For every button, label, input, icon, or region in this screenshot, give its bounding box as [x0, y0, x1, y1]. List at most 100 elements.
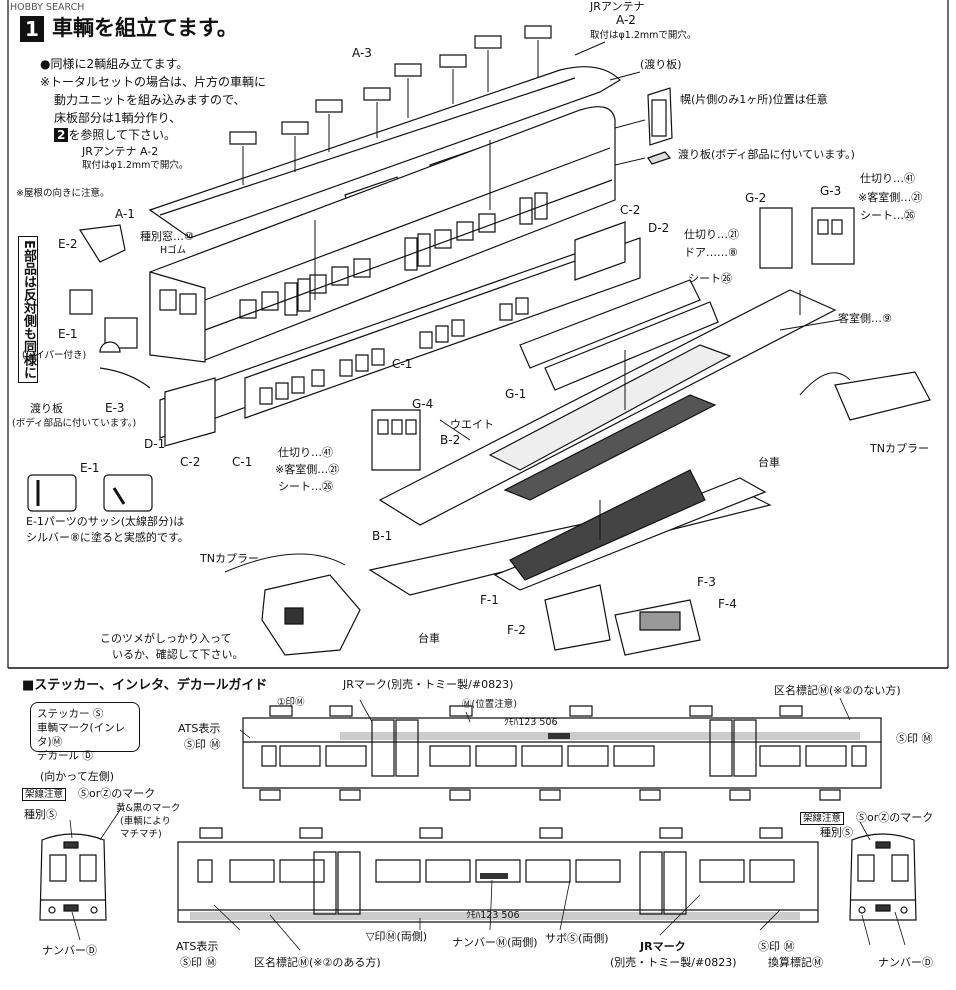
label-watariita-left-note: (ボディ部品に付いています。) — [12, 418, 137, 429]
label-sash-note-2: シルバー⑧に塗ると実感的です。 — [26, 531, 189, 544]
sg-shubetsu-r: 種別Ⓢ — [820, 826, 853, 839]
label-tsume-note-2: いるか、確認して下さい。 — [112, 648, 244, 661]
label-kyakushitsu-l: ※客室側…㉑ — [275, 463, 340, 476]
sticker-guide-title: ■ステッカー、インレタ、デカールガイド — [22, 678, 268, 693]
label-h-gomu: Hゴム — [160, 245, 187, 256]
step-number-badge: 1 — [20, 16, 44, 42]
label-f3: F-3 — [697, 575, 716, 589]
sg-kasen-l: 架線注意 — [22, 788, 67, 801]
sg-yellow-black-3: マチマチ) — [120, 829, 162, 840]
label-g4: G-4 — [412, 397, 434, 411]
intro-line-2: ※トータルセットの場合は、片方の車輌に — [40, 75, 267, 89]
label-shikiri-r: 仕切り…㊶ — [860, 172, 915, 185]
label-door-d: ドア……⑧ — [684, 246, 738, 259]
sg-number-l: ナンバーⒹ — [42, 944, 97, 957]
label-c1-right: C-1 — [392, 357, 413, 371]
label-e2: E-2 — [58, 237, 78, 251]
label-horo: 幌(片側のみ1ヶ所)位置は任意 — [680, 93, 828, 106]
label-roof-note: ※屋根の向きに注意。 — [16, 188, 110, 199]
sg-kasen-r: 架線注意 — [800, 812, 845, 825]
step-title: 車輌を組立てます。 — [52, 16, 238, 40]
sg-s-in-bottom: Ⓢ印 Ⓜ — [180, 956, 217, 969]
label-d1: D-1 — [144, 437, 166, 451]
label-watariita-top: (渡り板) — [640, 58, 682, 71]
sg-tri-mark: ▽印Ⓜ(両側) — [366, 930, 428, 943]
label-daisha-l: 台車 — [418, 632, 440, 645]
sg-kumei-top: 区名標記Ⓜ(※②のない方) — [774, 684, 901, 697]
sticker-legend-box: ステッカー Ⓢ 車輌マーク(インレタ)Ⓜ デカール Ⓓ — [30, 702, 140, 762]
label-tn-coupler-r: TNカプラー — [870, 442, 929, 455]
label-c2-bottom: C-2 — [180, 455, 201, 469]
sg-s-in-br: Ⓢ印 Ⓜ — [758, 940, 795, 953]
label-f2: F-2 — [507, 623, 526, 637]
label-watariita-left: 渡り板 — [30, 402, 63, 415]
sg-car-number-top: ｸﾓﾊ123 506 — [504, 717, 558, 728]
label-c2-top: C-2 — [620, 203, 641, 217]
label-a3: A-3 — [352, 46, 372, 60]
label-tsume-note-1: このツメがしっかり入って — [100, 632, 232, 645]
sg-s-in-right: Ⓢ印 Ⓜ — [896, 732, 933, 745]
sg-jr-mark-bottom-2: (別売・トミー製/#0823) — [610, 956, 737, 969]
sg-yellow-black: 黄&黒のマーク — [116, 803, 181, 814]
sg-car-number-bottom: ｸﾓﾊ123 506 — [466, 910, 520, 921]
label-shikiri-l: 仕切り…㊶ — [278, 446, 333, 459]
label-weight: ウエイト — [450, 418, 494, 431]
sg-jr-mark-bottom: JRマーク — [640, 940, 686, 953]
sg-kansan: 換算標記Ⓜ — [768, 956, 823, 969]
label-wiper: (ワイパー付き) — [22, 350, 87, 361]
sg-yellow-black-2: (車輌により — [120, 816, 172, 827]
label-jr-antenna-top: JRアンテナ — [590, 0, 645, 13]
label-shubetsu: 種別窓…⑩ — [140, 230, 194, 243]
label-tn-coupler-l: TNカプラー — [200, 552, 259, 565]
label-g2: G-2 — [745, 191, 767, 205]
label-kyakushitsu-9: 客室側…⑨ — [838, 312, 892, 325]
sg-s-or-z-l: ⓈorⓏのマーク — [78, 787, 156, 800]
legend-decal: デカール Ⓓ — [37, 750, 93, 762]
sg-shubetsu-l: 種別Ⓢ — [24, 808, 57, 821]
label-shikiri-d: 仕切り…㉑ — [684, 228, 739, 241]
label-e-side-note: E部品は反対側も同様に — [18, 236, 38, 383]
intro-line-5-text: を参照して下さい。 — [68, 128, 177, 142]
intro-line-4: 床板部分は1輌分作り、 — [54, 111, 182, 125]
label-seat-g1: シート㉖ — [688, 272, 732, 285]
label-kyakushitsu-r: ※客室側…㉑ — [858, 191, 923, 204]
watermark: HOBBY SEARCH — [10, 2, 85, 13]
intro-line-3: 動力ユニットを組み込みますので、 — [54, 93, 246, 107]
label-g3: G-3 — [820, 184, 842, 198]
label-seat-l: シート…㉖ — [278, 480, 333, 493]
sg-ats-bottom: ATS表示 — [176, 940, 219, 953]
label-b2: B-2 — [440, 433, 461, 447]
sg-kumei-bottom: 区名標記Ⓜ(※②のある方) — [254, 956, 381, 969]
label-d2: D-2 — [648, 221, 670, 235]
sg-mark1: ①印Ⓜ — [277, 697, 305, 708]
sg-number-m: ナンバーⓂ(両側) — [452, 936, 538, 949]
label-e1: E-1 — [58, 327, 78, 341]
label-seat-r: シート…㉖ — [860, 209, 915, 222]
legend-sticker: ステッカー Ⓢ — [37, 708, 104, 720]
label-daisha-r: 台車 — [758, 456, 780, 469]
sg-jr-mark-top: JRマーク(別売・トミー製/#0823) — [343, 678, 514, 691]
label-b1: B-1 — [372, 529, 393, 543]
intro-line-1: ●同様に2輌組み立てます。 — [40, 57, 189, 71]
label-g1: G-1 — [505, 387, 527, 401]
label-e3: E-3 — [105, 401, 125, 415]
sg-s-or-z-r: ⓈorⓏのマーク — [856, 811, 934, 824]
sg-number-r: ナンバーⒹ — [878, 956, 933, 969]
label-a2-note-top: 取付はφ1.2mmで開穴。 — [590, 30, 697, 41]
label-sash-note-1: E-1パーツのサッシ(太線部分)は — [26, 515, 185, 528]
label-e1-sash: E-1 — [80, 461, 100, 475]
label-c1-bottom: C-1 — [232, 455, 253, 469]
sg-sabo: サボⓈ(両側) — [545, 932, 609, 945]
label-jr-antenna-left: JRアンテナ A-2 — [82, 145, 159, 158]
step-ref-badge: 2 — [54, 128, 69, 142]
sg-s-in-top: Ⓢ印 Ⓜ — [184, 738, 221, 751]
label-f1: F-1 — [480, 593, 499, 607]
sg-ats-top: ATS表示 — [178, 722, 221, 735]
label-watariita-body: 渡り板(ボディ部品に付いています。) — [678, 148, 855, 161]
sg-left-side: (向かって左側) — [40, 770, 115, 783]
legend-inleta: 車輌マーク(インレタ)Ⓜ — [37, 722, 126, 748]
label-a2-top: A-2 — [616, 13, 636, 27]
sg-pos-note: Ⓜ(位置注意) — [462, 699, 517, 710]
